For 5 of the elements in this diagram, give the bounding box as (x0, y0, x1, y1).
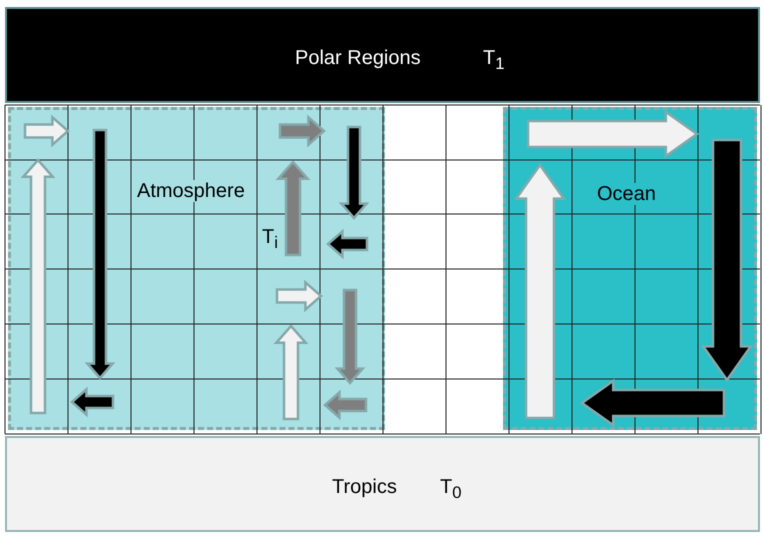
region-name: Tropics (330, 476, 399, 498)
polar-band (5, 7, 760, 103)
tropics-band (5, 436, 760, 532)
region-name: Ocean (595, 183, 658, 205)
region-name: Atmosphere (135, 180, 247, 202)
